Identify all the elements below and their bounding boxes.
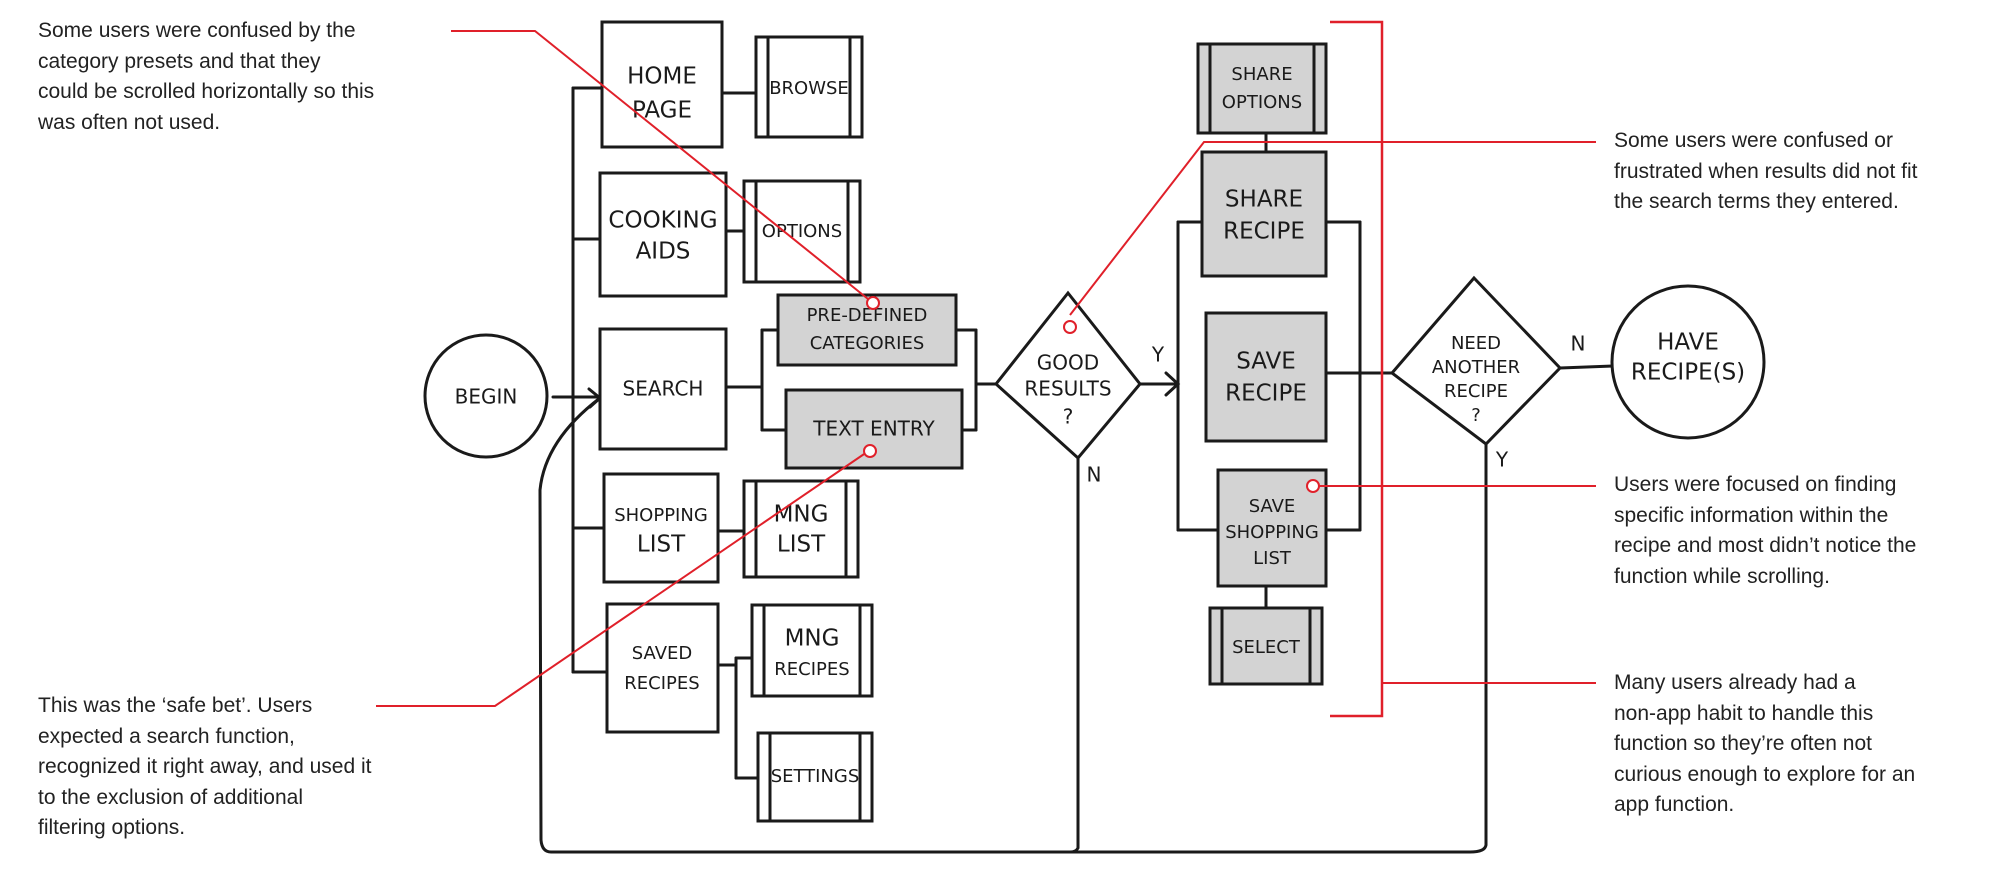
shopping-list-label-1: SHOPPING [614, 505, 708, 526]
save-shopping-list-label-2: SHOPPING [1225, 522, 1319, 543]
home-page-label-1: HOME [627, 64, 697, 90]
need-another-recipe-label-4: ? [1471, 405, 1481, 426]
need-another-recipe-label-2: ANOTHER [1432, 357, 1520, 378]
node-labels: BEGIN HOME PAGE BROWSE COOKING AIDS OPTI… [455, 64, 1746, 788]
home-page-node [600, 20, 724, 149]
share-options-label-1: SHARE [1231, 64, 1292, 85]
text-entry-anchor-dot [863, 444, 877, 458]
mng-list-label-1: MNG [774, 502, 829, 528]
bracket-marker [1330, 20, 1384, 718]
mng-list-node [742, 479, 860, 579]
share-recipe-label-1: SHARE [1225, 187, 1303, 213]
safe-bet-leader-line [376, 449, 871, 707]
need-another-recipe-label-3: RECIPE [1444, 381, 1508, 402]
share-options-label-2: OPTIONS [1222, 92, 1302, 113]
connector-lines [538, 86, 1615, 854]
need-another-recipe-label-1: NEED [1451, 333, 1501, 354]
have-recipes-label-1: HAVE [1657, 330, 1719, 356]
annotation-leaders [376, 30, 1596, 707]
categories-anchor-dot [866, 296, 880, 310]
saved-recipes-label-1: SAVED [632, 643, 692, 664]
share-recipe-node [1200, 150, 1328, 278]
note-safe-bet: This was the ‘safe bet’. Users expected … [38, 694, 372, 839]
save-shopping-list-label-3: LIST [1253, 548, 1292, 569]
mng-list-label-2: LIST [777, 532, 826, 558]
good-results-label-2: RESULTS [1024, 377, 1111, 401]
results-leader-line [1069, 141, 1596, 316]
select-label: SELECT [1232, 637, 1301, 658]
mng-recipes-label-2: RECIPES [774, 659, 849, 680]
good-no-label: N [1087, 463, 1102, 487]
browse-node [754, 35, 864, 139]
have-recipes-node [1610, 284, 1766, 440]
browse-label: BROWSE [769, 78, 849, 99]
search-label: SEARCH [623, 377, 704, 401]
mng-recipes-label-1: MNG [785, 626, 840, 652]
options-node [742, 179, 862, 284]
flow-boxes [423, 20, 874, 823]
share-options-node [1196, 42, 1328, 135]
select-node [1208, 606, 1324, 686]
categories-leader-line [451, 30, 874, 304]
predefined-categories-node [776, 293, 958, 367]
note-shopping-list-unnoticed: Users were focused on finding specific i… [1614, 473, 1917, 588]
need-another-recipe-node [1389, 275, 1563, 446]
good-results-anchor-dot [1063, 320, 1077, 334]
shopping-list-node [602, 472, 720, 584]
saved-recipes-label-2: RECIPES [624, 673, 699, 694]
annotation-anchor-dots [863, 296, 1320, 493]
search-node [598, 327, 728, 451]
text-entry-label: TEXT ENTRY [812, 417, 935, 441]
shopping-list-label-2: LIST [637, 532, 686, 558]
good-yes-label: Y [1151, 343, 1165, 367]
note-non-app-habit: Many users already had a non-app habit t… [1614, 671, 1916, 816]
note-results-frustration: Some users were confused or frustrated w… [1614, 129, 1918, 213]
begin-node [423, 333, 549, 459]
predefined-categories-label-1: PRE-DEFINED [807, 305, 928, 326]
settings-label: SETTINGS [771, 766, 860, 787]
save-shopping-list-label-1: SAVE [1249, 496, 1296, 517]
mng-recipes-node [750, 603, 874, 698]
good-results-label-1: GOOD [1037, 351, 1099, 375]
home-page-label-2: PAGE [632, 98, 692, 124]
cooking-aids-label-1: COOKING [608, 208, 717, 234]
share-recipe-label-2: RECIPE [1223, 219, 1305, 245]
cooking-aids-label-2: AIDS [636, 239, 691, 265]
options-label: OPTIONS [762, 221, 842, 242]
shopping-anchor-dot [1306, 479, 1320, 493]
saved-recipes-node [605, 602, 720, 734]
need-yes-loop-line [1068, 442, 1488, 854]
begin-label: BEGIN [455, 385, 518, 409]
save-recipe-node [1204, 311, 1328, 443]
have-recipes-label-2: RECIPE(S) [1631, 360, 1745, 386]
save-recipe-label-2: RECIPE [1225, 381, 1307, 407]
note-categories-confusion: Some users were confused by the category… [38, 19, 375, 134]
need-no-label: N [1571, 332, 1586, 356]
good-results-label-3: ? [1063, 405, 1074, 429]
good-results-node [993, 290, 1142, 461]
decision-nodes [993, 275, 1766, 461]
settings-node [756, 731, 874, 823]
predefined-categories-label-2: CATEGORIES [810, 333, 925, 354]
need-yes-label: Y [1495, 448, 1509, 472]
recipe-arrowhead [1164, 371, 1181, 397]
cooking-aids-node [598, 171, 728, 298]
save-recipe-label-1: SAVE [1236, 349, 1296, 375]
